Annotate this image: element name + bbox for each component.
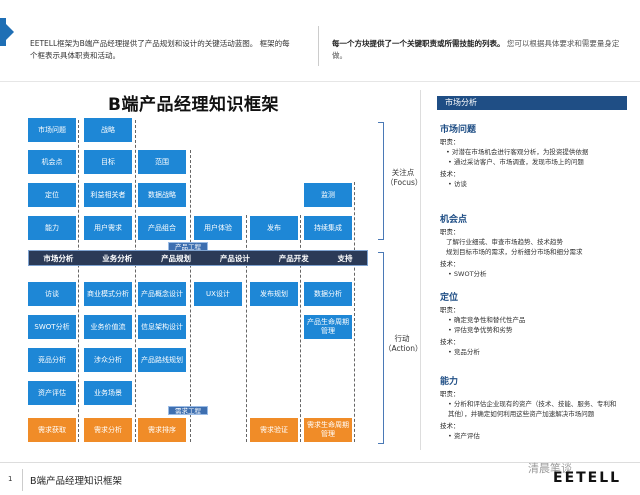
section-key: 技术： <box>440 422 460 430</box>
section-bullet: SWOT分析 <box>440 269 620 279</box>
box-data-strategy: 数据战略 <box>138 183 186 207</box>
band-tag-requirement-engineering: 需求工程 <box>168 406 208 415</box>
box-ux-design: UX设计 <box>194 282 242 306</box>
column-guide <box>135 120 136 442</box>
box-swot: SWOT分析 <box>28 315 76 339</box>
focus-label: 关注点（Focus） <box>386 168 423 187</box>
section-line: 了解行业细或、审查市场趋势、技术趋势 <box>446 238 563 246</box>
section-key: 职责： <box>440 306 460 314</box>
box-user-needs: 用户需求 <box>84 216 132 240</box>
box-req-elicitation: 需求获取 <box>28 418 76 442</box>
box-value-stream: 业务价值流 <box>84 315 132 339</box>
section-key: 技术： <box>440 338 460 346</box>
section-bullet: 竞品分析 <box>440 347 620 357</box>
box-monitoring: 监测 <box>304 183 352 207</box>
wechat-watermark: 清晨笔谈 <box>528 462 572 475</box>
phase-product-planning: 产品规划 <box>161 253 192 263</box>
section-key: 职责： <box>440 228 460 236</box>
diagram-title: B端产品经理知识框架 <box>108 95 279 115</box>
eetell-logo: EETELL <box>553 470 622 486</box>
phase-market-analysis: 市场分析 <box>43 253 74 263</box>
panel-section-opportunity: 机会点 职责： 了解行业细或、审查市场趋势、技术趋势 规划目标市场的需求，分析细… <box>440 214 620 279</box>
box-business-scenario: 业务场景 <box>84 381 132 405</box>
phase-product-dev: 产品开发 <box>278 253 309 263</box>
section-bullet: 分析和评估企业现有的资产（技术、技能、服务、专利和其他），并确定如何利用这些资产… <box>440 399 622 419</box>
section-title: 能力 <box>440 377 459 387</box>
section-title: 定位 <box>440 293 459 303</box>
header-note-text: 您可以根据具体要求和需要量身定做。 <box>332 39 620 60</box>
panel-section-capability: 能力 职责： 分析和评估企业现有的资产（技术、技能、服务、专利和其他），并确定如… <box>440 376 622 441</box>
box-req-prioritization: 需求排序 <box>138 418 186 442</box>
section-line: 对潜在市场机会进行客观分析，为投资提供依据 <box>440 147 620 157</box>
box-market-problem: 市场问题 <box>28 118 76 142</box>
section-bullet: 通过采访客户、市场调查，发现市场上的问题 <box>440 157 620 167</box>
header: EETELL框架为B端产品经理提供了产品规划和设计的关键活动蓝图。 框架的每个框… <box>0 0 640 82</box>
box-interview: 访谈 <box>28 282 76 306</box>
footer: 1 B端产品经理知识框架 <box>0 462 640 495</box>
box-release-plan: 发布规划 <box>250 282 298 306</box>
column-guide <box>190 150 191 442</box>
column-guide <box>354 182 355 442</box>
header-divider <box>318 26 319 66</box>
phase-business-analysis: 业务分析 <box>102 253 133 263</box>
box-stakeholder-analysis: 涉众分析 <box>84 348 132 372</box>
box-ux: 用户体验 <box>194 216 242 240</box>
box-data-analysis: 数据分析 <box>304 282 352 306</box>
box-asset-evaluation: 资产评估 <box>28 381 76 405</box>
box-concept-design: 产品概念设计 <box>138 282 186 306</box>
box-req-validation: 需求验证 <box>250 418 298 442</box>
box-portfolio: 产品组合 <box>138 216 186 240</box>
box-release: 发布 <box>250 216 298 240</box>
box-req-lifecycle: 需求生命周期管理 <box>304 418 352 442</box>
focus-brace <box>378 122 384 240</box>
section-title: 市场问题 <box>440 125 477 135</box>
section-title: 机会点 <box>440 215 468 225</box>
box-scope: 范围 <box>138 150 186 174</box>
phase-band: 市场分析 业务分析 产品规划 产品设计 产品开发 支持 <box>28 250 368 266</box>
panel-section-market-problem: 市场问题 职责： 对潜在市场机会进行客观分析，为投资提供依据 通过采访客户、市场… <box>440 124 620 189</box>
section-key: 技术： <box>440 260 460 268</box>
box-competitor-analysis: 竞品分析 <box>28 348 76 372</box>
panel-divider <box>420 90 421 450</box>
box-stakeholder: 利益相关者 <box>84 183 132 207</box>
panel-header: 市场分析 <box>437 96 627 110</box>
panel-section-positioning: 定位 职责： 确定竞争性和替代性产品 评估竞争优势和劣势 技术： 竞品分析 <box>440 292 620 357</box>
box-strategy: 战略 <box>84 118 132 142</box>
box-goal: 目标 <box>84 150 132 174</box>
box-business-model: 商业模式分析 <box>84 282 132 306</box>
box-plm: 产品生命周期管理 <box>304 315 352 339</box>
box-req-analysis: 需求分析 <box>84 418 132 442</box>
section-bullet: 资产评估 <box>440 431 622 441</box>
section-key: 职责： <box>440 138 460 146</box>
page-number: 1 <box>8 475 13 483</box>
box-roadmap: 产品路线规划 <box>138 348 186 372</box>
box-opportunity: 机会点 <box>28 150 76 174</box>
box-capability: 能力 <box>28 216 76 240</box>
section-line: 规划目标市场的需求，分析细分市场和细分需求 <box>446 248 583 256</box>
section-bullet: 评估竞争优势和劣势 <box>440 325 620 335</box>
phase-support: 支持 <box>337 253 353 263</box>
footer-divider <box>22 469 23 491</box>
header-note: 每一个方块提供了一个关键职责或所需技能的列表。 您可以根据具体要求和需要量身定做… <box>332 38 622 62</box>
box-ia-design: 信息架构设计 <box>138 315 186 339</box>
action-label: 行动（Action） <box>384 334 423 353</box>
section-key: 职责： <box>440 390 460 398</box>
header-note-bold: 每一个方块提供了一个关键职责或所需技能的列表。 <box>332 39 505 48</box>
column-guide <box>246 215 247 442</box>
column-guide <box>300 215 301 442</box>
footer-title: B端产品经理知识框架 <box>30 476 123 487</box>
box-ci: 持续集成 <box>304 216 352 240</box>
header-arrow-icon <box>0 18 14 46</box>
action-brace <box>378 252 384 444</box>
column-guide <box>78 120 79 442</box>
phase-product-design: 产品设计 <box>219 253 250 263</box>
section-bullet: 访谈 <box>440 179 620 189</box>
section-line-text: 对潜在市场机会进行客观分析，为投资提供依据 <box>451 148 589 156</box>
section-bullet: 确定竞争性和替代性产品 <box>440 315 620 325</box>
box-positioning: 定位 <box>28 183 76 207</box>
section-key: 技术： <box>440 170 460 178</box>
header-description: EETELL框架为B端产品经理提供了产品规划和设计的关键活动蓝图。 框架的每个框… <box>30 39 290 60</box>
